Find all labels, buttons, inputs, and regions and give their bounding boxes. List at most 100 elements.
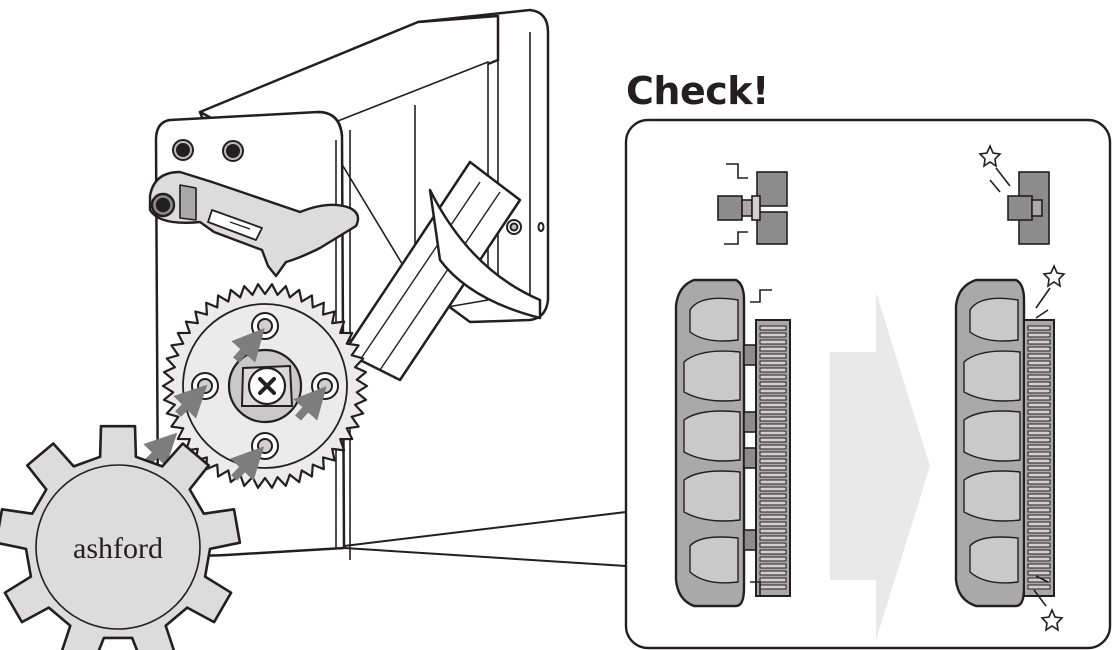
- gear-tooth: [1027, 367, 1051, 373]
- gear-tooth: [1027, 493, 1051, 499]
- gear-tooth: [759, 458, 787, 464]
- gear-tooth: [1027, 409, 1051, 415]
- gear-tooth: [1027, 465, 1051, 471]
- gear-tooth: [759, 423, 787, 429]
- gear-tooth: [759, 514, 787, 520]
- gear-tooth: [759, 535, 787, 541]
- callout-lines: [343, 511, 627, 567]
- check-heading: Check!: [626, 69, 769, 113]
- gear-tooth: [1027, 458, 1051, 464]
- gear-tooth: [759, 570, 787, 576]
- gear-tooth: [1027, 353, 1051, 359]
- frame-screws: [172, 139, 545, 235]
- gear-tooth: [1027, 514, 1051, 520]
- gear-tooth: [759, 360, 787, 366]
- gear-tooth: [1027, 423, 1051, 429]
- gear-tooth: [759, 563, 787, 569]
- push-arrow: [173, 384, 208, 419]
- zigzag-gap-icon: [726, 163, 748, 179]
- gear-tooth: [759, 556, 787, 562]
- gear-tooth: [1027, 472, 1051, 478]
- zigzag-gap-icon: [750, 581, 772, 597]
- detail-gap: [674, 163, 791, 608]
- gear-tooth: [1027, 535, 1051, 541]
- gear-tooth: [759, 584, 787, 590]
- gear-tooth: [1027, 549, 1051, 555]
- gear-tooth: [1027, 381, 1051, 387]
- machine-frame: [154, 8, 550, 560]
- sparkle-star-icon: [1035, 263, 1066, 319]
- gear-tooth: [1027, 521, 1051, 527]
- push-arrows: [143, 328, 327, 481]
- gear-tooth: [759, 367, 787, 373]
- gear-tooth: [1027, 563, 1051, 569]
- gear-tooth: [1027, 542, 1051, 548]
- gear-tooth: [1027, 451, 1051, 457]
- gear-tooth: [759, 542, 787, 548]
- gear-tooth: [759, 486, 787, 492]
- sparkle-star-icon: [1033, 575, 1064, 632]
- gear-tooth: [759, 402, 787, 408]
- gear-tooth: [1027, 430, 1051, 436]
- gear-tooth: [759, 479, 787, 485]
- gear-tooth: [1027, 346, 1051, 352]
- gear-tooth: [759, 500, 787, 506]
- gear-tooth: [759, 493, 787, 499]
- gear-tooth: [1027, 570, 1051, 576]
- gear-tooth: [1027, 556, 1051, 562]
- gear-tooth: [759, 353, 787, 359]
- gear-tooth: [759, 430, 787, 436]
- gear-tooth: [759, 381, 787, 387]
- gear-tooth: [1027, 584, 1051, 590]
- gear-tooth: [759, 521, 787, 527]
- gear-tooth: [759, 577, 787, 583]
- gear-tooth: [1027, 388, 1051, 394]
- gear-tooth: [759, 388, 787, 394]
- ashford-knob: ashford: [0, 424, 242, 650]
- push-arrow: [143, 432, 178, 467]
- gear-tooth: [759, 325, 787, 331]
- gear-tooth: [1027, 507, 1051, 513]
- gear-tooth: [1027, 332, 1051, 338]
- gear-tooth: [759, 472, 787, 478]
- gear-tooth: [1027, 444, 1051, 450]
- zigzag-gap-icon: [724, 231, 748, 245]
- gear-tooth: [759, 332, 787, 338]
- gear-tooth: [759, 528, 787, 534]
- gear-tooth: [1027, 325, 1051, 331]
- push-arrow: [230, 446, 265, 481]
- gear-tooth: [759, 409, 787, 415]
- gear-tooth: [1027, 339, 1051, 345]
- gear-tooth: [759, 346, 787, 352]
- gear-tooth: [1027, 395, 1051, 401]
- gear-tooth: [1027, 360, 1051, 366]
- gear-tooth: [1027, 402, 1051, 408]
- tension-lever: [148, 170, 360, 278]
- gear-tooth: [759, 465, 787, 471]
- gear-tooth: [759, 395, 787, 401]
- direction-arrow: [830, 292, 930, 640]
- push-arrow: [231, 328, 265, 363]
- connector-flush: [1007, 171, 1050, 245]
- detail-flush: [954, 143, 1066, 632]
- gear-tooth: [1027, 486, 1051, 492]
- push-arrow: [293, 386, 327, 421]
- gear-tooth: [1027, 374, 1051, 380]
- connector-gap: [717, 171, 788, 245]
- gear-tooth: [1027, 416, 1051, 422]
- gear-tooth: [1027, 528, 1051, 534]
- gear-tooth: [1027, 479, 1051, 485]
- gear-tooth: [759, 339, 787, 345]
- gear-tooth: [759, 549, 787, 555]
- gear-tooth: [759, 416, 787, 422]
- gear-tooth: [759, 374, 787, 380]
- gear-tooth: [759, 507, 787, 513]
- zigzag-gap-icon: [750, 289, 772, 303]
- gear-tooth: [1027, 437, 1051, 443]
- gear-tooth: [759, 444, 787, 450]
- gear-tooth: [759, 451, 787, 457]
- gear-tooth: [1027, 500, 1051, 506]
- gear-tooth: [759, 437, 787, 443]
- sparkle-star-icon: [978, 143, 1011, 193]
